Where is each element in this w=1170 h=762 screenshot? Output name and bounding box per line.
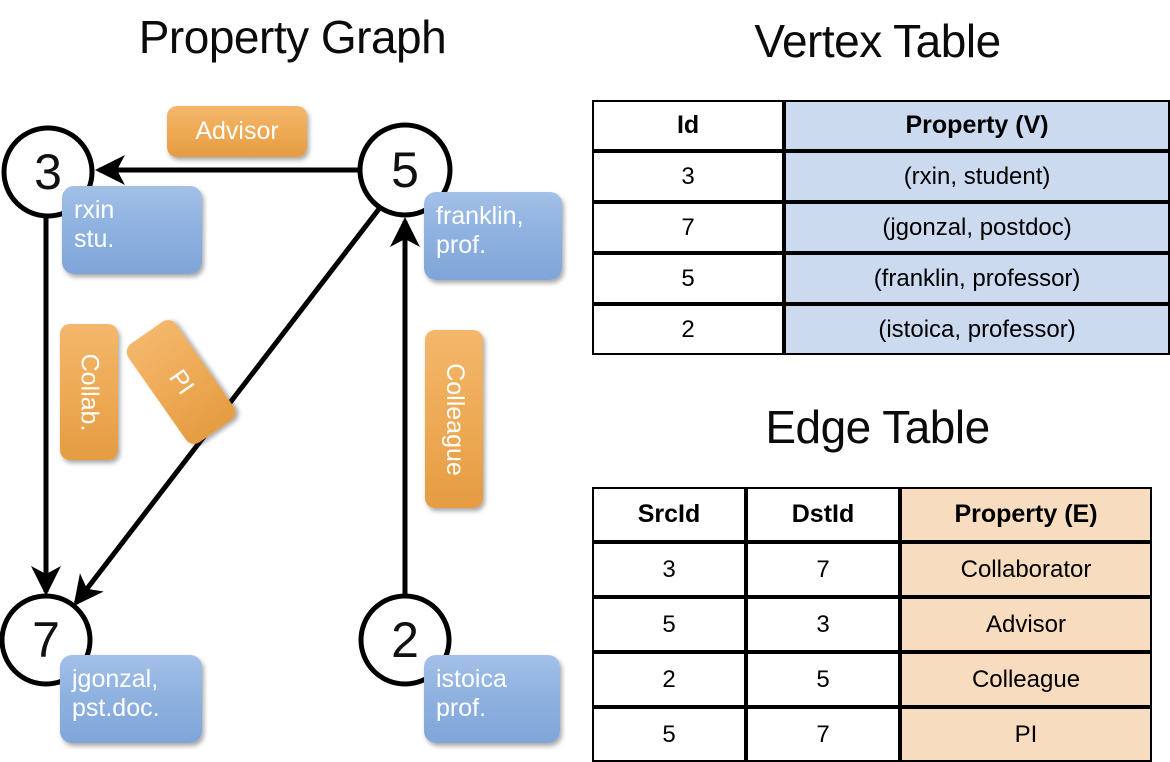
node-5[interactable]: 5 xyxy=(357,122,453,218)
vertex-header-id: Id xyxy=(592,100,785,151)
vertex-cell-id: 3 xyxy=(592,151,785,202)
vertex-cell-id: 7 xyxy=(592,202,785,253)
edge-cell-dstid: 7 xyxy=(746,707,900,762)
table-row: 3 (rxin, student) xyxy=(592,151,1170,202)
table-row: 7 (jgonzal, postdoc) xyxy=(592,202,1170,253)
vertex-table-title: Vertex Table xyxy=(754,15,1001,67)
vertex-table: Id Property (V) 3 (rxin, student) 7 (jgo… xyxy=(592,100,1170,355)
page-title-property-graph: Property Graph xyxy=(138,11,447,63)
edge-cell-property: PI xyxy=(900,707,1152,762)
edge-cell-property: Colleague xyxy=(900,652,1152,707)
vertex-cell-property: (jgonzal, postdoc) xyxy=(784,202,1170,253)
edge-table-header-row: SrcId DstId Property (E) xyxy=(592,487,1152,542)
jgonzal-box[interactable]: jgonzal, pst.doc. xyxy=(60,655,202,743)
vertex-cell-property: (franklin, professor) xyxy=(784,253,1170,304)
tables-panel: Vertex Table Id Property (V) 3 (rxin, st… xyxy=(585,0,1170,762)
edge-table: SrcId DstId Property (E) 3 7 Collaborato… xyxy=(592,487,1152,762)
rxin-box[interactable]: rxin stu. xyxy=(62,186,202,274)
vertex-cell-id: 5 xyxy=(592,253,785,304)
edge-cell-srcid: 2 xyxy=(592,652,746,707)
node-2-label: 2 xyxy=(391,612,419,668)
edge-cell-dstid: 3 xyxy=(746,597,900,652)
edge-cell-srcid: 5 xyxy=(592,707,746,762)
istoica-box[interactable]: istoica prof. xyxy=(424,655,560,743)
table-row: 5 3 Advisor xyxy=(592,597,1152,652)
node-5-circle xyxy=(357,122,453,218)
collab-label-text: Collab. xyxy=(75,353,104,431)
vertex-header-property: Property (V) xyxy=(784,100,1170,151)
colleague-label-text: Colleague xyxy=(440,362,469,476)
edge-cell-dstid: 7 xyxy=(746,542,900,597)
colleague-label[interactable]: Colleague xyxy=(425,330,483,508)
vertex-cell-property: (rxin, student) xyxy=(784,151,1170,202)
edge-cell-property: Collaborator xyxy=(900,542,1152,597)
edge-table-title: Edge Table xyxy=(765,401,990,453)
node-3-label: 3 xyxy=(34,144,62,200)
table-row: 5 7 PI xyxy=(592,707,1152,762)
pi-label-text: PI xyxy=(163,364,200,400)
edge-header-dstid: DstId xyxy=(746,487,900,542)
edge-cell-property: Advisor xyxy=(900,597,1152,652)
table-row: 3 7 Collaborator xyxy=(592,542,1152,597)
vertex-cell-property: (istoica, professor) xyxy=(784,304,1170,355)
node-7-label: 7 xyxy=(32,612,60,668)
advisor-label-text: Advisor xyxy=(195,117,279,145)
edge-cell-dstid: 5 xyxy=(746,652,900,707)
edge-cell-srcid: 5 xyxy=(592,597,746,652)
franklin-box[interactable]: franklin, prof. xyxy=(424,192,562,280)
collab-label[interactable]: Collab. xyxy=(60,324,118,460)
table-row: 2 (istoica, professor) xyxy=(592,304,1170,355)
table-row: 2 5 Colleague xyxy=(592,652,1152,707)
advisor-label[interactable]: Advisor xyxy=(167,106,307,157)
vertex-table-header-row: Id Property (V) xyxy=(592,100,1170,151)
vertex-cell-id: 2 xyxy=(592,304,785,355)
node-5-label: 5 xyxy=(391,142,419,198)
edge-header-property: Property (E) xyxy=(900,487,1152,542)
edge-cell-srcid: 3 xyxy=(592,542,746,597)
edge-header-srcid: SrcId xyxy=(592,487,746,542)
property-graph-panel: Property Graph 3 5 7 xyxy=(0,0,585,760)
table-row: 5 (franklin, professor) xyxy=(592,253,1170,304)
